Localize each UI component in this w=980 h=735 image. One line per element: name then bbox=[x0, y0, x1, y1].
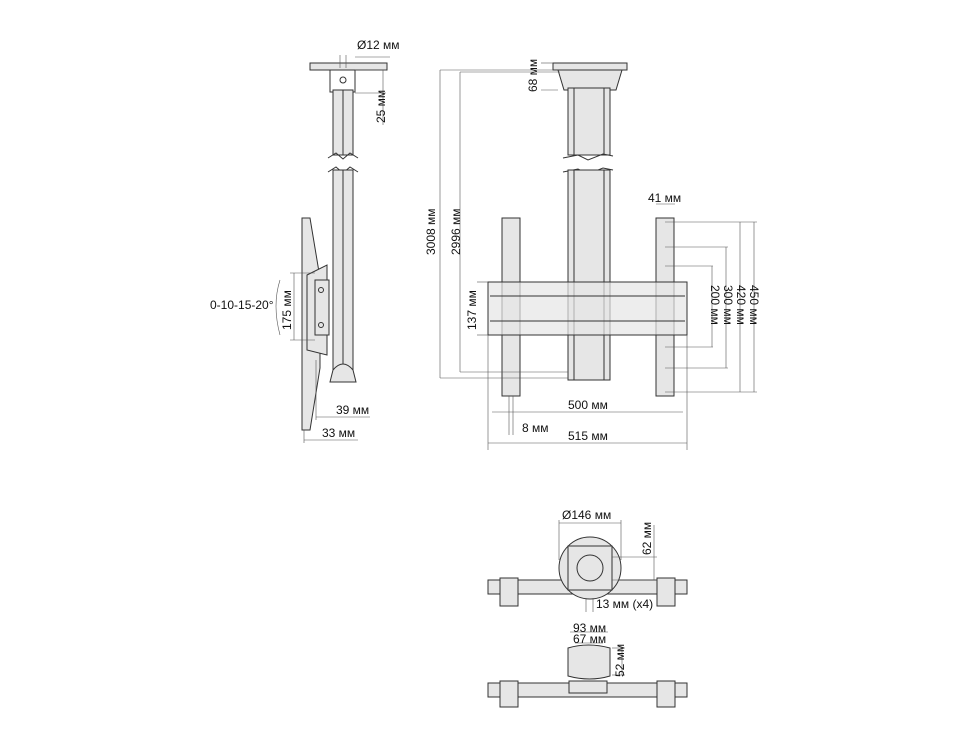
bottom-view-bottom: 93 мм 67 мм 52 мм bbox=[487, 621, 688, 708]
vesa-420-label: 420 мм bbox=[734, 285, 748, 325]
side-offset-label: 25 мм bbox=[374, 90, 388, 123]
total-width-label: 515 мм bbox=[568, 429, 608, 443]
side-diameter-label: Ø12 мм bbox=[357, 38, 400, 52]
vesa-450-label: 450 мм bbox=[747, 285, 761, 325]
pole-lower-front bbox=[567, 169, 611, 381]
rail-width-label: 500 мм bbox=[568, 398, 608, 412]
plate-height-label: 68 мм bbox=[526, 59, 540, 92]
horizontal-rail bbox=[487, 281, 688, 336]
plate-clamp bbox=[329, 69, 356, 93]
side-view: Ø12 мм 25 мм 0-10-15-20° 175 мм 39 мм 33… bbox=[210, 38, 400, 443]
depth-33-label: 33 мм bbox=[322, 426, 355, 440]
pole-end-cap bbox=[329, 363, 357, 383]
ceiling-plate-side bbox=[309, 62, 388, 71]
rail-height-label: 137 мм bbox=[465, 290, 479, 330]
front-view: 68 мм 3008 мм 2996 мм 41 мм 137 мм 450 м… bbox=[424, 59, 761, 450]
bracket-height-label: 175 мм bbox=[280, 290, 294, 330]
bracket-width-93-label: 93 мм bbox=[573, 621, 606, 635]
offset-label: 8 мм bbox=[522, 421, 549, 435]
plate-depth-label: 62 мм bbox=[640, 522, 654, 555]
bottom-view-top: Ø146 мм 62 мм 13 мм (x4) bbox=[487, 508, 688, 612]
strip-width-label: 41 мм bbox=[648, 191, 681, 205]
plate-diameter-label: Ø146 мм bbox=[562, 508, 611, 522]
vesa-200-label: 200 мм bbox=[708, 285, 722, 325]
length-label: 2996 мм bbox=[449, 208, 463, 255]
depth-39-label: 39 мм bbox=[336, 403, 369, 417]
max-length-label: 3008 мм bbox=[424, 208, 438, 255]
bolt bbox=[339, 76, 347, 84]
bracket-height-label-bottom: 52 мм bbox=[613, 644, 627, 677]
ceiling-plate-front bbox=[552, 62, 628, 71]
vesa-300-label: 300 мм bbox=[721, 285, 735, 325]
pole-upper-front bbox=[567, 87, 611, 156]
hole-size-label: 13 мм (x4) bbox=[596, 597, 653, 611]
bracket-plate bbox=[567, 644, 611, 680]
bracket-width-67-label: 67 мм bbox=[573, 632, 606, 646]
tilt-angle-label: 0-10-15-20° bbox=[210, 298, 274, 312]
